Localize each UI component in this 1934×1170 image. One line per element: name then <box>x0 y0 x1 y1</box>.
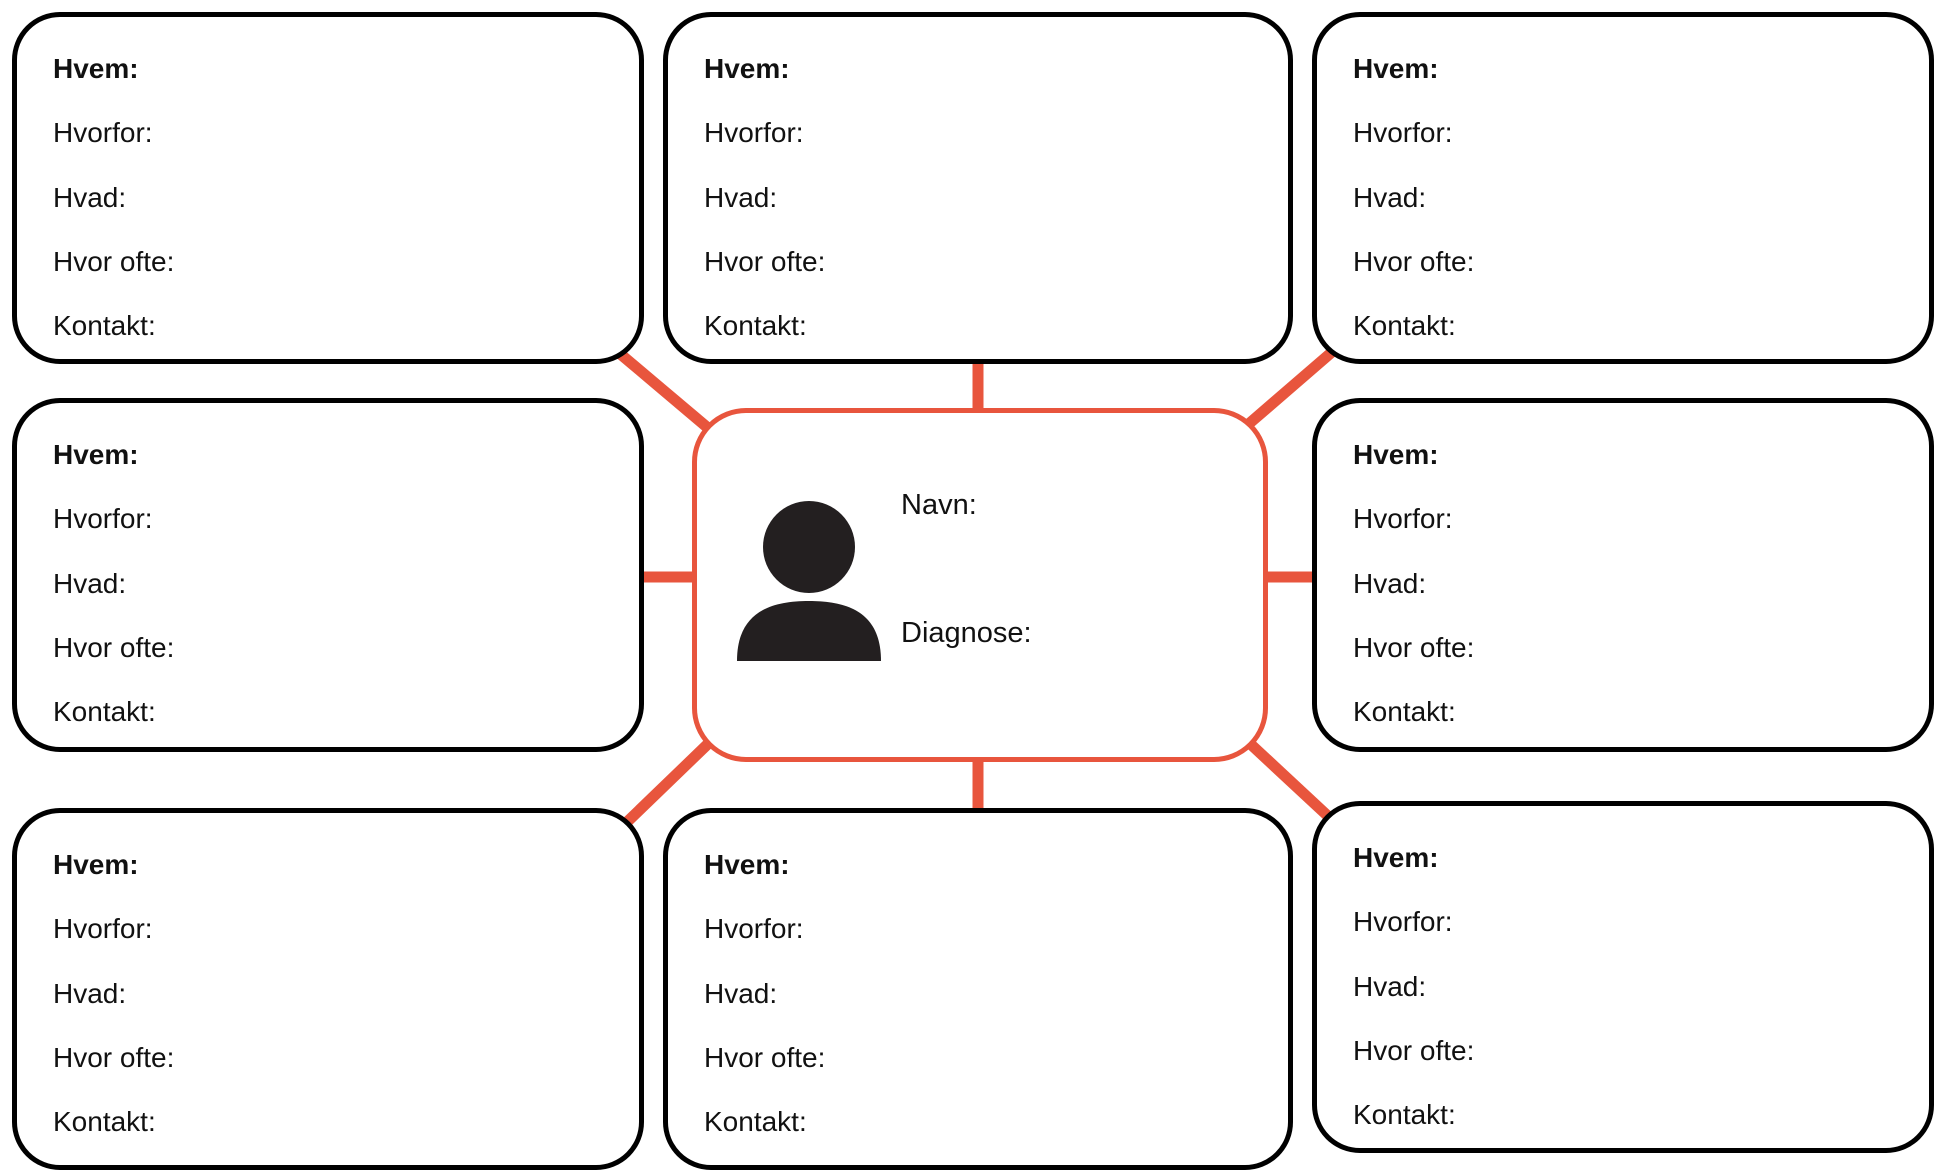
why-label: Hvorfor: <box>1353 503 1453 534</box>
contact-label: Kontakt: <box>1353 696 1456 727</box>
contact-card: Hvem: Hvorfor: Hvad: Hvor ofte: Kontakt: <box>663 808 1293 1170</box>
contact-card: Hvem: Hvorfor: Hvad: Hvor ofte: Kontakt: <box>12 398 644 752</box>
who-label: Hvem: <box>53 849 139 880</box>
how-often-label: Hvor ofte: <box>53 1042 175 1073</box>
connector-bottom-left <box>622 736 716 827</box>
contact-label: Kontakt: <box>704 310 807 341</box>
what-label: Hvad: <box>53 978 127 1009</box>
contact-card: Hvem: Hvorfor: Hvad: Hvor ofte: Kontakt: <box>1312 12 1934 364</box>
how-often-label: Hvor ofte: <box>1353 246 1475 277</box>
contact-label: Kontakt: <box>704 1106 807 1137</box>
why-label: Hvorfor: <box>1353 906 1453 937</box>
who-label: Hvem: <box>1353 842 1439 873</box>
who-label: Hvem: <box>53 53 139 84</box>
contact-card: Hvem: Hvorfor: Hvad: Hvor ofte: Kontakt: <box>12 12 644 364</box>
contact-card: Hvem: Hvorfor: Hvad: Hvor ofte: Kontakt: <box>663 12 1293 364</box>
name-label: Navn: <box>901 489 977 521</box>
what-label: Hvad: <box>704 182 778 213</box>
contact-label: Kontakt: <box>53 310 156 341</box>
patient-card: Navn: Diagnose: <box>692 408 1268 762</box>
why-label: Hvorfor: <box>704 913 804 944</box>
what-label: Hvad: <box>53 182 127 213</box>
why-label: Hvorfor: <box>1353 117 1453 148</box>
contact-label: Kontakt: <box>53 1106 156 1137</box>
who-label: Hvem: <box>704 849 790 880</box>
how-often-label: Hvor ofte: <box>53 632 175 663</box>
how-often-label: Hvor ofte: <box>53 246 175 277</box>
contact-card: Hvem: Hvorfor: Hvad: Hvor ofte: Kontakt: <box>1312 398 1934 752</box>
why-label: Hvorfor: <box>53 913 153 944</box>
how-often-label: Hvor ofte: <box>1353 1035 1475 1066</box>
what-label: Hvad: <box>1353 568 1427 599</box>
how-often-label: Hvor ofte: <box>1353 632 1475 663</box>
person-icon <box>737 501 881 661</box>
what-label: Hvad: <box>1353 182 1427 213</box>
connector-bottom-right <box>1240 733 1334 823</box>
why-label: Hvorfor: <box>53 117 153 148</box>
how-often-label: Hvor ofte: <box>704 246 826 277</box>
contact-label: Kontakt: <box>1353 1099 1456 1130</box>
what-label: Hvad: <box>704 978 778 1009</box>
what-label: Hvad: <box>1353 971 1427 1002</box>
contact-card: Hvem: Hvorfor: Hvad: Hvor ofte: Kontakt: <box>1312 801 1934 1153</box>
contact-label: Kontakt: <box>1353 310 1456 341</box>
why-label: Hvorfor: <box>704 117 804 148</box>
how-often-label: Hvor ofte: <box>704 1042 826 1073</box>
who-label: Hvem: <box>1353 53 1439 84</box>
contact-card: Hvem: Hvorfor: Hvad: Hvor ofte: Kontakt: <box>12 808 644 1170</box>
connector-top-right <box>1240 347 1336 433</box>
who-label: Hvem: <box>53 439 139 470</box>
why-label: Hvorfor: <box>53 503 153 534</box>
contact-label: Kontakt: <box>53 696 156 727</box>
who-label: Hvem: <box>704 53 790 84</box>
what-label: Hvad: <box>53 568 127 599</box>
who-label: Hvem: <box>1353 439 1439 470</box>
connector-top-left <box>614 347 712 433</box>
diagnosis-label: Diagnose: <box>901 617 1032 649</box>
